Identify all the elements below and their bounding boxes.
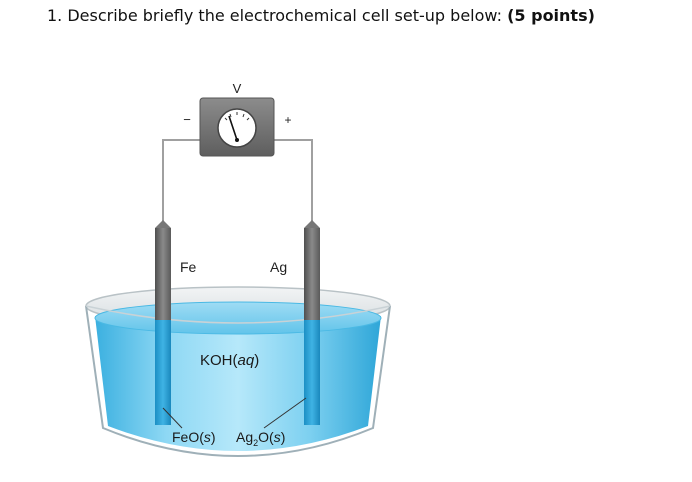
liquid-surface: [94, 301, 382, 335]
ag2o-state: s: [274, 429, 281, 445]
negative-terminal-sign: −: [183, 112, 191, 127]
voltmeter: V − +: [183, 81, 292, 157]
ag2o-subscript: 2: [253, 438, 258, 448]
feo-state: s: [204, 429, 211, 445]
voltmeter-label: V: [233, 81, 242, 96]
left-wire: [162, 139, 200, 232]
fe-electrode: [155, 220, 171, 425]
product-pointer-lines: [162, 397, 307, 429]
ag-electrode: [304, 220, 320, 425]
ag2o-formula-b: O: [258, 429, 269, 445]
right-wire: [274, 139, 313, 232]
ag-electrode-label: Ag: [270, 259, 287, 275]
feo-formula: FeO: [172, 429, 199, 445]
wires: [162, 139, 313, 232]
voltmeter-needle: [228, 115, 238, 141]
solution-state: aq: [238, 352, 255, 369]
voltmeter-dial: [217, 108, 257, 148]
ag2o-formula-a: Ag: [236, 429, 253, 445]
positive-terminal-sign: +: [284, 113, 291, 127]
ag2o-product-label: Ag2O(s): [236, 429, 285, 448]
fe-electrode-label: Fe: [180, 259, 197, 275]
solution-formula: KOH: [200, 352, 233, 369]
solution-label: KOH(aq): [200, 352, 259, 369]
voltmeter-scale-ticks: [224, 112, 250, 121]
question-prompt: Describe briefly the electrochemical cel…: [67, 6, 502, 25]
question-points: (5 points): [507, 6, 595, 25]
feo-product-label: FeO(s): [172, 429, 216, 445]
question-number: 1.: [47, 6, 63, 25]
beaker-glass-wall: [85, 305, 391, 457]
question-text: 1. Describe briefly the electrochemical …: [47, 6, 595, 25]
